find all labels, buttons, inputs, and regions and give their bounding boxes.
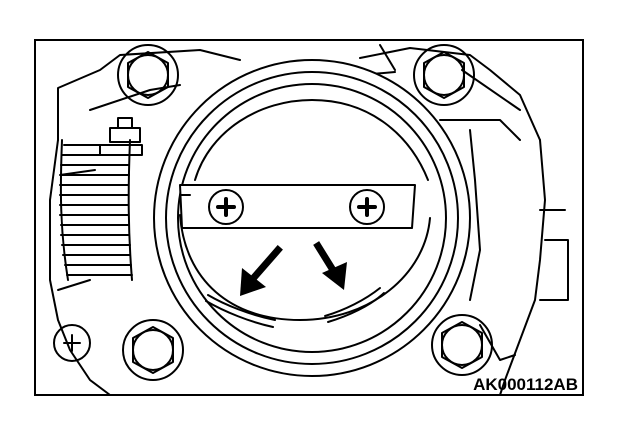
figure-frame xyxy=(34,39,584,396)
screw-right xyxy=(349,189,385,225)
arrow-right xyxy=(313,241,347,290)
mounting-bolts xyxy=(53,44,493,381)
bolt-top-right xyxy=(413,44,475,106)
screw-left xyxy=(208,189,244,225)
corrugated-hose xyxy=(59,139,133,281)
slot-right xyxy=(324,287,385,323)
throttle-valve-plate xyxy=(179,99,431,321)
bolt-top-left xyxy=(117,44,179,106)
slot-left xyxy=(205,294,276,328)
bolt-bottom-right xyxy=(431,314,493,376)
arrow-left xyxy=(240,245,283,296)
bolt-bottom-left xyxy=(122,319,184,381)
figure-caption: AK000112AB xyxy=(473,375,578,394)
bolt-lower-left-small xyxy=(53,324,91,362)
